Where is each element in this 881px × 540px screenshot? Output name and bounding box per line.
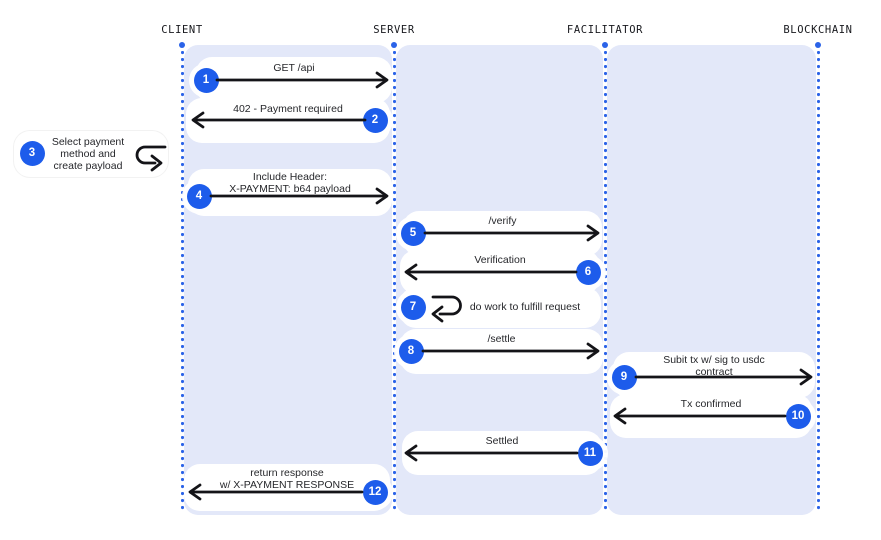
message-label-line: Subit tx w/ sig to usdc [663,354,765,366]
arrow-left-icon [613,407,787,425]
message-label: /verify [403,215,602,227]
arrow-left-icon [404,263,578,281]
arrow-left-icon [191,111,367,129]
panel [607,45,816,515]
message-label-line: Settled [485,435,519,447]
step-badge: 1 [193,67,219,93]
lifeline-client [180,51,184,512]
lifeline-server [392,51,396,512]
lifeline-dot [602,42,608,48]
message-label: do work to fulfill request [455,301,595,313]
message-label-line: contract [695,366,733,378]
actor-label-blockchain: BLOCKCHAIN [783,24,853,36]
actor-label-facilitator: FACILITATOR [566,24,644,36]
message-label-line: Verification [474,254,526,266]
lifeline-dot [391,42,397,48]
step-badge: 9 [611,364,637,390]
message-label: Settled [402,435,602,447]
message-label-line: GET /api [273,62,315,74]
message-label: Include Header:X-PAYMENT: b64 payload [188,171,392,195]
step-badge: 11 [577,440,603,466]
self-loop-left-icon [431,295,462,323]
arrow-right-icon [423,224,600,242]
arrow-right-icon [209,187,389,205]
step-badge: 10 [785,403,811,429]
actor-label-client: CLIENT [161,24,203,36]
message-label-line: /settle [487,333,516,345]
step-badge: 6 [575,259,601,285]
arrow-right-icon [634,368,813,386]
message-label-line: do work to fulfill request [469,301,581,313]
message-label-line: return response [250,467,324,479]
arrow-left-icon [188,483,364,501]
self-loop-right-icon [135,145,167,172]
message-label-line: create payload [53,160,123,172]
message-bubble [613,352,815,398]
step-badge: 4 [186,183,212,209]
message-label-line: X-PAYMENT: b64 payload [229,183,351,195]
lifeline-dot [179,42,185,48]
message-label: Tx confirmed [610,398,812,410]
message-bubble [400,287,601,328]
message-bubble [188,169,392,216]
message-bubble [184,464,390,511]
message-label-line: /verify [488,215,517,227]
step-badge: 12 [362,479,388,505]
message-label-line: method and [60,148,116,160]
message-label: GET /api [196,62,392,74]
message-label-line: 402 - Payment required [233,103,343,115]
message-label: Verification [400,254,600,266]
message-label: /settle [400,333,603,345]
lifeline-blockchain [816,51,820,512]
message-label-line: w/ X-PAYMENT RESPONSE [219,479,355,491]
message-label-line: Tx confirmed [680,398,742,410]
message-label-line: Select payment [51,136,125,148]
actor-label-server: SERVER [373,24,415,36]
step-badge: 7 [400,294,426,320]
step-badge: 2 [362,107,388,133]
step-badge: 5 [400,220,426,246]
lifeline-dot [815,42,821,48]
arrow-right-icon [215,71,389,89]
lifeline-facilitator [603,51,607,512]
arrow-right-icon [421,342,600,360]
message-label-line: Include Header: [252,171,328,183]
message-label: 402 - Payment required [186,103,390,115]
arrow-left-icon [404,444,579,462]
step-badge: 8 [398,338,424,364]
step-badge: 3 [19,140,45,166]
